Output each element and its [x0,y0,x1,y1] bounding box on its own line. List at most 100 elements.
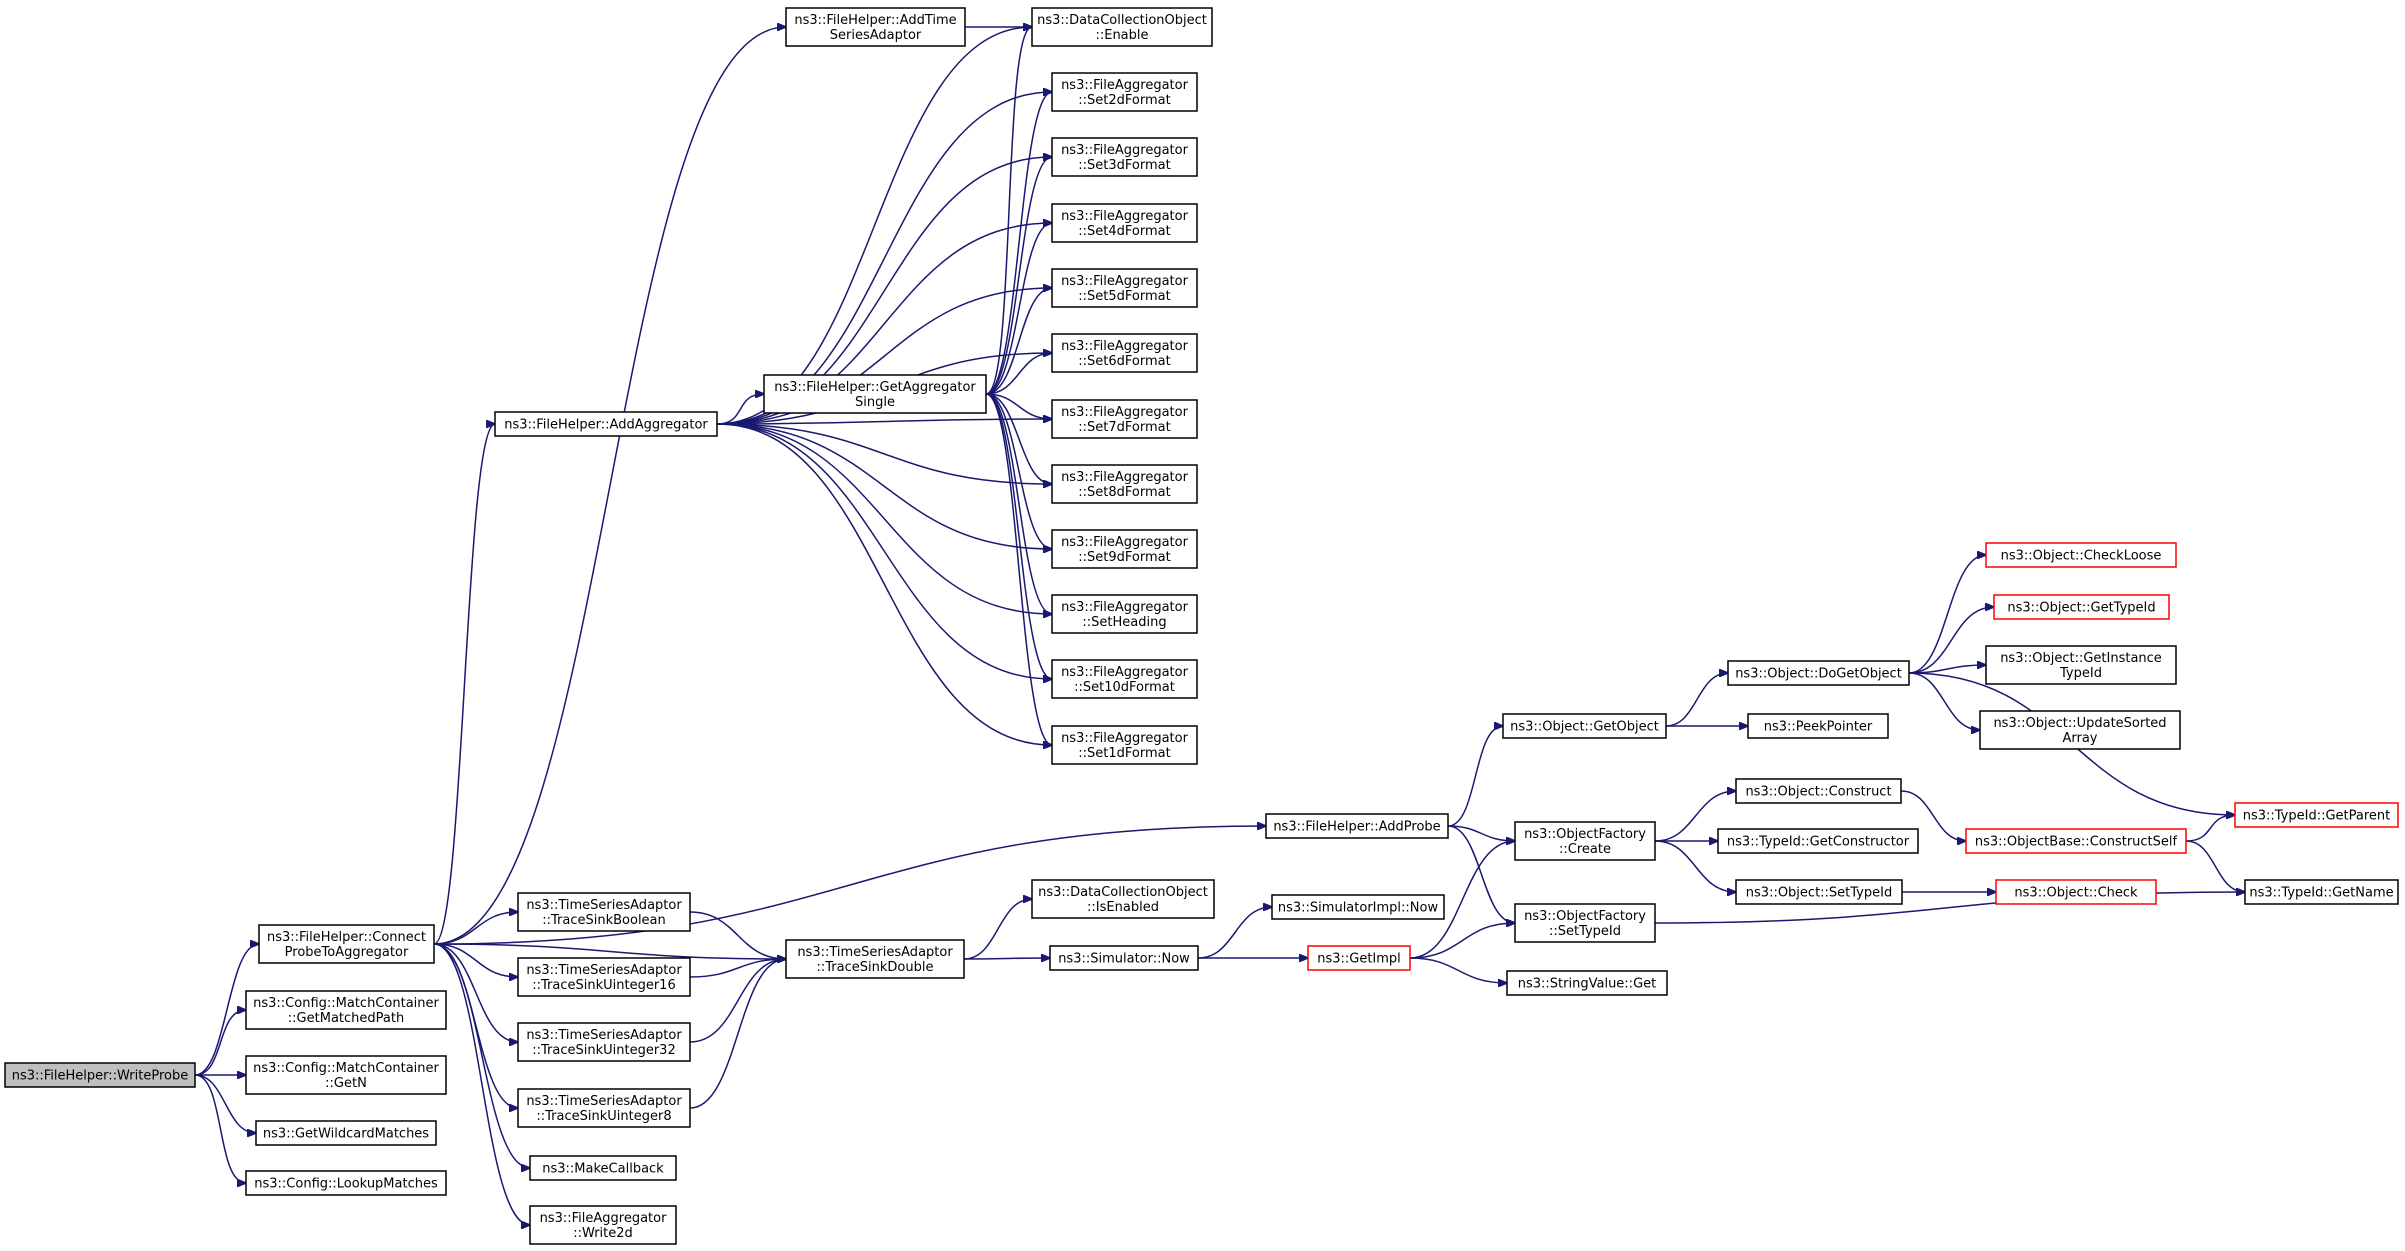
node-getn[interactable]: ns3::Config::MatchContainer::GetN [245,1055,447,1095]
node-box[interactable] [1265,813,1449,839]
node-makecallback[interactable]: ns3::MakeCallback [529,1155,677,1181]
node-ofcreate[interactable]: ns3::ObjectFactory::Create [1514,821,1656,861]
node-box[interactable] [1747,713,1889,739]
node-set3d[interactable]: ns3::FileAggregator::Set3dFormat [1051,137,1198,177]
node-box[interactable] [1506,970,1668,996]
node-box[interactable] [1051,333,1198,373]
node-box[interactable] [1985,542,2177,568]
node-tsuint32[interactable]: ns3::TimeSeriesAdaptor::TraceSinkUintege… [517,1022,691,1062]
node-constructself[interactable]: ns3::ObjectBase::ConstructSelf [1965,828,2187,854]
node-dcoenable[interactable]: ns3::DataCollectionObject::Enable [1031,7,1213,47]
node-box[interactable] [1993,594,2170,620]
node-set4d[interactable]: ns3::FileAggregator::Set4dFormat [1051,203,1198,243]
node-box[interactable] [1051,203,1198,243]
node-setheading[interactable]: ns3::FileAggregator::SetHeading [1051,594,1198,634]
node-box[interactable] [1051,659,1198,699]
node-box[interactable] [1051,725,1198,765]
node-simnow[interactable]: ns3::Simulator::Now [1049,945,1199,971]
node-box[interactable] [255,1120,437,1146]
node-set6d[interactable]: ns3::FileAggregator::Set6dFormat [1051,333,1198,373]
node-getmatchedpath[interactable]: ns3::Config::MatchContainer::GetMatchedP… [245,990,447,1030]
node-box[interactable] [1031,7,1213,47]
node-box[interactable] [1985,645,2177,685]
node-box[interactable] [517,1022,691,1062]
node-writeprobe[interactable]: ns3::FileHelper::WriteProbe [4,1062,196,1088]
node-objcheck[interactable]: ns3::Object::Check [1995,879,2157,905]
node-box[interactable] [529,1205,677,1245]
node-tsuint16[interactable]: ns3::TimeSeriesAdaptor::TraceSinkUintege… [517,957,691,997]
node-box[interactable] [1965,828,2187,854]
node-set1d[interactable]: ns3::FileAggregator::Set1dFormat [1051,725,1198,765]
node-box[interactable] [1502,713,1667,739]
node-set8d[interactable]: ns3::FileAggregator::Set8dFormat [1051,464,1198,504]
node-getparent[interactable]: ns3::TypeId::GetParent [2234,802,2399,828]
node-set5d[interactable]: ns3::FileAggregator::Set5dFormat [1051,268,1198,308]
node-box[interactable] [1979,710,2181,750]
node-box[interactable] [1514,821,1656,861]
node-set2d[interactable]: ns3::FileAggregator::Set2dFormat [1051,72,1198,112]
node-box[interactable] [1051,137,1198,177]
node-box[interactable] [245,1055,447,1095]
node-dcoisenabled[interactable]: ns3::DataCollectionObject::IsEnabled [1031,879,1215,919]
node-box[interactable] [1051,399,1198,439]
node-box[interactable] [1051,268,1198,308]
node-box[interactable] [1051,72,1198,112]
node-addprobe[interactable]: ns3::FileHelper::AddProbe [1265,813,1449,839]
node-box[interactable] [494,411,718,437]
node-box[interactable] [1995,879,2157,905]
node-box[interactable] [1051,594,1198,634]
node-box[interactable] [1307,945,1411,971]
node-box[interactable] [245,1170,447,1196]
node-objsettypeid[interactable]: ns3::Object::SetTypeId [1735,879,1903,905]
node-construct[interactable]: ns3::Object::Construct [1735,778,1902,804]
node-set10d[interactable]: ns3::FileAggregator::Set10dFormat [1051,659,1198,699]
node-box[interactable] [258,924,435,964]
node-box[interactable] [4,1062,196,1088]
node-dogetobject[interactable]: ns3::Object::DoGetObject [1727,660,1910,686]
node-box[interactable] [529,1155,677,1181]
node-simimplnow[interactable]: ns3::SimulatorImpl::Now [1271,894,1445,920]
node-getwildcard[interactable]: ns3::GetWildcardMatches [255,1120,437,1146]
node-box[interactable] [1051,464,1198,504]
node-set7d[interactable]: ns3::FileAggregator::Set7dFormat [1051,399,1198,439]
node-box[interactable] [763,374,987,414]
node-addaggregator[interactable]: ns3::FileHelper::AddAggregator [494,411,718,437]
node-box[interactable] [1727,660,1910,686]
node-box[interactable] [2234,802,2399,828]
node-box[interactable] [245,990,447,1030]
node-lookupmatches[interactable]: ns3::Config::LookupMatches [245,1170,447,1196]
node-checkloose[interactable]: ns3::Object::CheckLoose [1985,542,2177,568]
node-box[interactable] [1717,828,1919,854]
node-box[interactable] [785,939,965,979]
node-getname[interactable]: ns3::TypeId::GetName [2244,879,2399,905]
node-getobject[interactable]: ns3::Object::GetObject [1502,713,1667,739]
node-tsboolean[interactable]: ns3::TimeSeriesAdaptor::TraceSinkBoolean [517,892,691,932]
node-gettypeid[interactable]: ns3::Object::GetTypeId [1993,594,2170,620]
node-box[interactable] [517,1088,691,1128]
node-set9d[interactable]: ns3::FileAggregator::Set9dFormat [1051,529,1198,569]
node-box[interactable] [1735,879,1903,905]
node-ofsettypeid[interactable]: ns3::ObjectFactory::SetTypeId [1514,903,1656,943]
node-tsdouble[interactable]: ns3::TimeSeriesAdaptor::TraceSinkDouble [785,939,965,979]
node-tsuint8[interactable]: ns3::TimeSeriesAdaptor::TraceSinkUintege… [517,1088,691,1128]
node-box[interactable] [517,892,691,932]
node-getconstructor[interactable]: ns3::TypeId::GetConstructor [1717,828,1919,854]
node-box[interactable] [1271,894,1445,920]
node-box[interactable] [1735,778,1902,804]
node-connect[interactable]: ns3::FileHelper::ConnectProbeToAggregato… [258,924,435,964]
node-box[interactable] [1514,903,1656,943]
node-box[interactable] [1049,945,1199,971]
node-box[interactable] [1031,879,1215,919]
node-box[interactable] [517,957,691,997]
node-box[interactable] [2244,879,2399,905]
node-getimpl[interactable]: ns3::GetImpl [1307,945,1411,971]
node-write2d[interactable]: ns3::FileAggregator::Write2d [529,1205,677,1245]
node-box[interactable] [785,7,966,47]
node-stringvalueget[interactable]: ns3::StringValue::Get [1506,970,1668,996]
node-box[interactable] [1051,529,1198,569]
node-peekpointer[interactable]: ns3::PeekPointer [1747,713,1889,739]
